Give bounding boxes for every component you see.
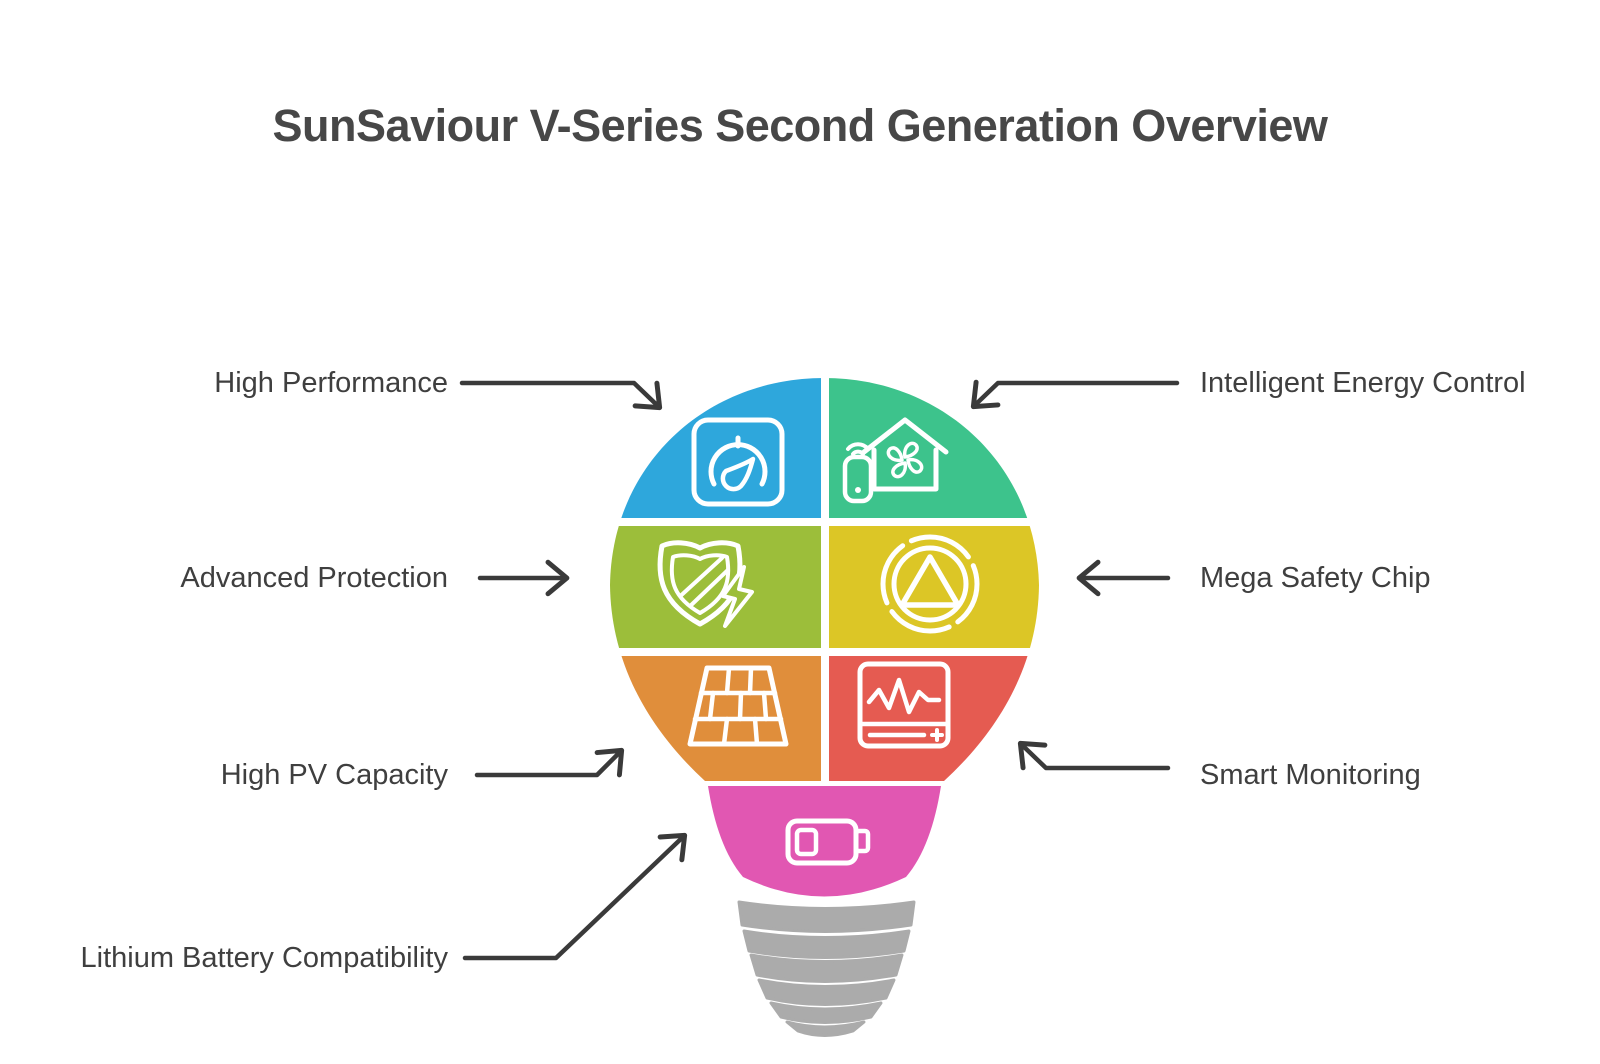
- arrow-high-pv-capacity: [474, 747, 625, 778]
- screw-thread: [749, 953, 904, 983]
- segment-smart-monitoring: [829, 656, 1039, 781]
- label-mega-safety-chip: Mega Safety Chip: [1200, 562, 1431, 594]
- segment-advanced-protection: [610, 526, 821, 648]
- page-title: SunSaviour V-Series Second Generation Ov…: [272, 100, 1328, 151]
- arrow-lithium-battery: [462, 832, 688, 961]
- battery-icon: [785, 818, 871, 866]
- smart-home-icon: [842, 417, 949, 504]
- label-lithium-battery-compatibility: Lithium Battery Compatibility: [80, 942, 448, 974]
- label-smart-monitoring: Smart Monitoring: [1200, 759, 1421, 791]
- segment-lithium-battery: [708, 786, 941, 897]
- label-intelligent-energy-control: Intelligent Energy Control: [1200, 367, 1526, 399]
- screw-thread: [737, 900, 916, 933]
- shield-bolt-icon: [657, 540, 754, 628]
- screw-thread: [757, 978, 896, 1006]
- arrow-high-performance: [459, 380, 663, 411]
- safety-chip-icon: [880, 534, 980, 634]
- bulb-screw-base: [737, 900, 916, 1037]
- label-advanced-protection: Advanced Protection: [180, 562, 448, 594]
- screw-thread: [742, 929, 911, 959]
- screw-thread: [769, 1001, 883, 1024]
- label-high-pv-capacity: High PV Capacity: [220, 759, 448, 791]
- gauge-icon: [691, 417, 785, 507]
- bulb-globe: [610, 378, 1039, 781]
- arrow-intelligent-energy-control: [970, 379, 1180, 410]
- monitor-icon: [857, 661, 951, 749]
- screw-thread: [785, 1020, 866, 1037]
- label-high-performance: High Performance: [214, 367, 448, 399]
- solar-panel-icon: [687, 665, 789, 747]
- arrow-smart-monitoring: [1017, 740, 1171, 771]
